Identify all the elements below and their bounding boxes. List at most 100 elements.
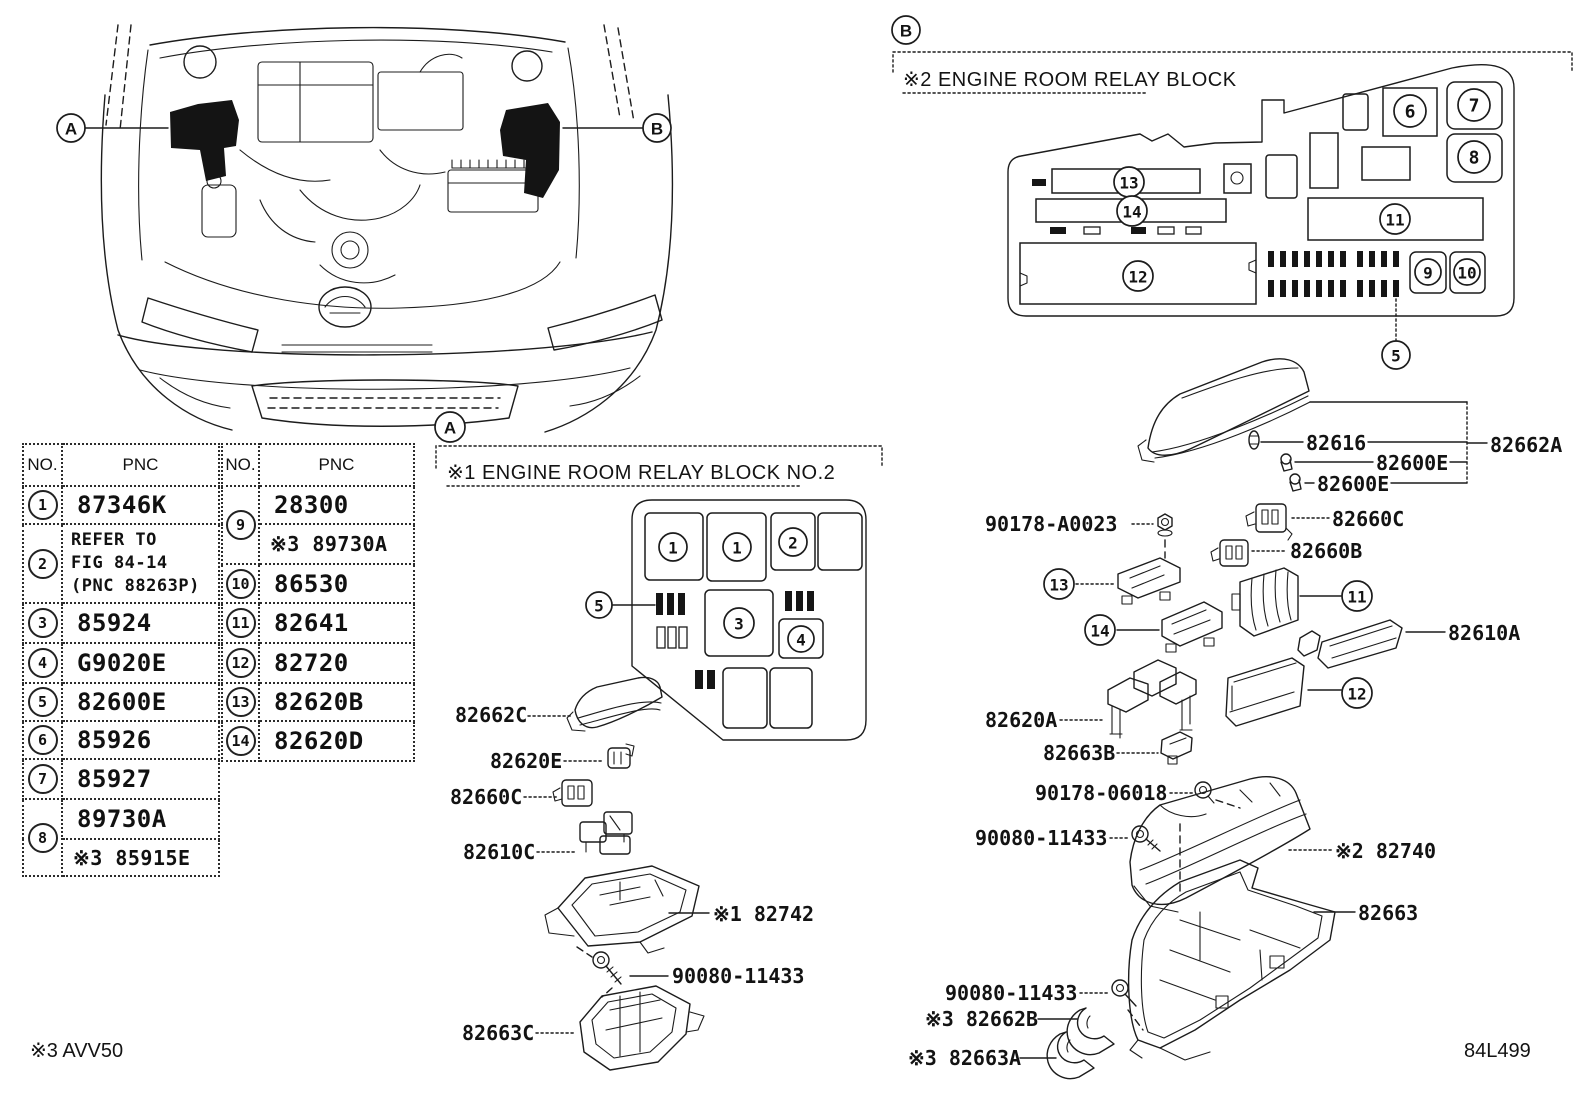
- row-no-badge: 6: [27, 725, 58, 755]
- label-82660b: 82660B: [1290, 539, 1362, 563]
- table-row: 14 82620D: [221, 720, 415, 762]
- label-90080-11433-upper: 90080-11433: [975, 826, 1107, 850]
- row-no-badge: 4: [27, 648, 58, 678]
- callout-11: 11: [1347, 588, 1366, 607]
- part-82660c-left-drawing: [552, 779, 593, 807]
- label-82620a: 82620A: [985, 708, 1057, 732]
- pnc-cell: 89730A: [61, 798, 220, 840]
- label-90080-11433-mid: 90080-11433: [672, 964, 804, 988]
- overview-callout-a-circle: [56, 113, 86, 143]
- pnc-cell: 87346K: [61, 485, 220, 525]
- slot-10: 10: [1457, 264, 1476, 283]
- label-82662c: 82662C: [455, 703, 527, 727]
- table-row: 6 85926: [22, 720, 220, 760]
- part-82662b-drawing: [1066, 1007, 1115, 1056]
- row-no-badge: 1: [27, 490, 58, 520]
- slot-2: 2: [788, 534, 798, 553]
- row-no-badge: 3: [27, 608, 58, 638]
- part-nut-drawing: [1157, 513, 1173, 559]
- label-82663: 82663: [1358, 901, 1418, 925]
- slot-12: 12: [1128, 268, 1147, 287]
- table-row: 12 82720: [221, 642, 415, 684]
- label-90178-06018: 90178-06018: [1035, 781, 1167, 805]
- label-82600e-lower: 82600E: [1317, 472, 1389, 496]
- row-no-badge: 9: [225, 510, 256, 540]
- overview-callout-b: B: [651, 120, 663, 139]
- part-82620a-drawing: [1107, 659, 1197, 739]
- part-82620e-drawing: [607, 743, 635, 769]
- slot-13: 13: [1119, 174, 1138, 193]
- slot-9: 9: [1423, 264, 1433, 283]
- section-b-title: ※2 ENGINE ROOM RELAY BLOCK: [903, 69, 1237, 91]
- slot-6: 6: [1405, 102, 1416, 123]
- row-no-badge: 14: [225, 726, 256, 756]
- col-header-no: NO.: [221, 443, 260, 487]
- label-82740: ※2 82740: [1335, 839, 1436, 863]
- section-a-callout: A: [444, 419, 456, 438]
- pnc-cell: 85926: [61, 720, 220, 760]
- slot-11: 11: [1385, 211, 1404, 230]
- part-13-drawing: [1117, 557, 1181, 605]
- slot-1a: 1: [668, 539, 678, 558]
- section-a: A ※1 ENGINE ROOM RELAY BLOCK NO.2 1 1 2 …: [434, 411, 883, 1071]
- part-82663a-drawing: [1046, 1031, 1095, 1080]
- part-screw-upper-drawing: [1131, 823, 1181, 897]
- section-a-title: ※1 ENGINE ROOM RELAY BLOCK NO.2: [447, 462, 835, 484]
- footer-model-note: ※3 AVV50: [30, 1040, 123, 1062]
- part-82662c-drawing: [566, 676, 663, 732]
- label-82662b: ※3 82662B: [925, 1007, 1038, 1031]
- part-screw-lower-drawing: [1111, 979, 1144, 1031]
- label-82660c-right: 82660C: [1332, 507, 1404, 531]
- row-no-badge: 5: [27, 687, 58, 717]
- table-row: 7 85927: [22, 758, 220, 800]
- part-82660c-right-drawing: [1245, 503, 1293, 541]
- row-no-badge: 10: [225, 568, 256, 599]
- slot-4: 4: [796, 631, 806, 650]
- overview-callout-b-circle: [642, 113, 672, 143]
- table-row: 3 85924: [22, 602, 220, 644]
- label-82663a: ※3 82663A: [908, 1046, 1021, 1070]
- row-no-badge: 2: [27, 548, 58, 579]
- slot-8: 8: [1469, 148, 1480, 169]
- pnc-cell: 28300: [258, 485, 415, 525]
- label-90080-11433-lower: 90080-11433: [945, 981, 1077, 1005]
- pnc-table-right: NO. PNC 9 28300 ※3 89730A 10 86530 11 82…: [221, 443, 415, 762]
- part-bolt-06018-drawing: [1194, 781, 1241, 809]
- part-82616-drawing: [1248, 430, 1260, 450]
- fuse-rows: [1268, 251, 1399, 297]
- slot-1b: 1: [732, 539, 742, 558]
- pnc-cell: 82600E: [61, 682, 220, 722]
- table-header-row: NO. PNC: [22, 443, 220, 487]
- relay-block-a-diagram: 1 1 2 3 4 5: [585, 499, 867, 741]
- callout-13: 13: [1049, 576, 1068, 595]
- label-90178-a0023: 90178-A0023: [985, 512, 1117, 536]
- table-row: ※3 89730A: [222, 523, 415, 565]
- pnc-cell: 85924: [61, 602, 220, 644]
- part-11-drawing: [1231, 567, 1299, 637]
- row-no-badge: 8: [27, 822, 58, 853]
- pnc-cell: 82641: [258, 602, 415, 644]
- callout-5b: 5: [1391, 347, 1401, 366]
- label-82610a: 82610A: [1448, 621, 1520, 645]
- table-row: ※3 85915E: [23, 838, 220, 877]
- pnc-cell-alt: ※3 85915E: [61, 838, 220, 877]
- part-82742-drawing: [544, 865, 700, 954]
- pnc-table-left: NO. PNC 1 87346K 2 REFER TO FIG 84-14 (P…: [22, 443, 220, 877]
- row-no-badge: 12: [225, 648, 256, 678]
- label-82620e: 82620E: [490, 749, 562, 773]
- table-row: 9 28300: [221, 485, 415, 565]
- label-82662a: 82662A: [1490, 433, 1562, 457]
- part-82600e-lower-drawing: [1289, 473, 1302, 492]
- part-12-drawing: [1225, 657, 1305, 727]
- table-row: 10 86530: [221, 563, 415, 604]
- table-row: 5 82600E: [22, 682, 220, 722]
- label-82660c-left: 82660C: [450, 785, 522, 809]
- relay-block-a-location: [170, 100, 239, 181]
- label-82663b: 82663B: [1043, 741, 1115, 765]
- table-header-row: NO. PNC: [221, 443, 415, 487]
- pnc-cell: G9020E: [61, 642, 220, 684]
- part-82600e-upper-drawing: [1280, 453, 1293, 472]
- pnc-cell: REFER TO FIG 84-14 (PNC 88263P): [61, 523, 220, 604]
